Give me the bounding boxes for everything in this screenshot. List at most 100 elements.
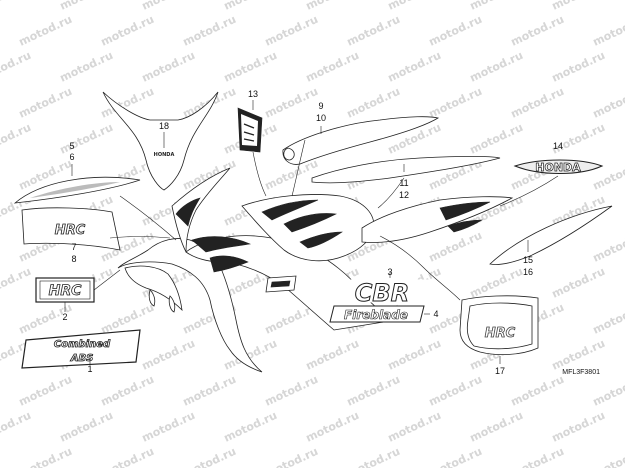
watermark-text: motod.ru [58, 121, 115, 157]
cbr-logo: CBR [355, 279, 409, 307]
watermark-text: motod.ru [58, 409, 115, 445]
watermark-text: motod.ru [17, 85, 74, 121]
hrc-small-logo: HRC [485, 326, 516, 341]
watermark-text: motod.ru [0, 409, 33, 445]
watermark-text: motod.ru [181, 445, 238, 468]
abs-text: ABS [70, 353, 94, 364]
watermark-text: motod.ru [591, 13, 625, 49]
watermark-text: motod.ru [427, 13, 484, 49]
watermark-text: motod.ru [591, 301, 625, 337]
watermark-text: motod.ru [345, 13, 402, 49]
callout-6: 6 [69, 152, 74, 162]
callout-9: 9 [318, 101, 323, 111]
watermark-text: motod.ru [263, 13, 320, 49]
watermark-text: motod.ru [0, 0, 33, 13]
front-fairing-stripe [13, 164, 141, 204]
watermark-text: motod.ru [468, 409, 525, 445]
honda-emblem-text: HONDA [535, 161, 581, 174]
fireblade-decal: Fireblade [329, 305, 430, 323]
watermark-text: motod.ru [386, 409, 443, 445]
watermark-text: motod.ru [304, 409, 361, 445]
watermark-text: motod.ru [304, 337, 361, 373]
callout-11: 11 [399, 178, 408, 188]
watermark-text: motod.ru [0, 121, 33, 157]
watermark-text: motod.ru [591, 445, 625, 468]
hrc-badge-decal: HRC [35, 269, 121, 312]
callout-14: 14 [553, 141, 563, 151]
callout-15: 15 [523, 255, 533, 265]
callout-17: 17 [495, 366, 505, 376]
callout-5: 5 [69, 141, 74, 151]
callout-16: 16 [523, 267, 533, 277]
watermark-text: motod.ru [181, 13, 238, 49]
hrc-large-logo: HRC [55, 223, 86, 238]
tank-top-decal [282, 116, 440, 165]
watermark-text: motod.ru [140, 49, 197, 85]
watermark-text: motod.ru [345, 85, 402, 121]
callout-8: 8 [71, 254, 76, 264]
nose-cowl-decal: HONDA [102, 91, 219, 191]
hrc-badge-logo: HRC [49, 283, 82, 299]
watermark-text: motod.ru [550, 121, 607, 157]
callout-7: 7 [71, 242, 76, 252]
watermark-text: motod.ru [550, 409, 607, 445]
watermark-text: motod.ru [509, 85, 566, 121]
tail-stripe-decal [489, 205, 613, 265]
callout-4: 4 [433, 309, 438, 319]
side-panel-stripe [311, 156, 501, 184]
watermark-text: motod.ru [509, 13, 566, 49]
watermark-text: motod.ru [58, 49, 115, 85]
fireblade-logo: Fireblade [344, 308, 408, 322]
watermark-text: motod.ru [222, 0, 279, 13]
watermark-text: motod.ru [550, 265, 607, 301]
watermark-text: motod.ru [222, 49, 279, 85]
watermark-text: motod.ru [222, 409, 279, 445]
watermark-text: motod.ru [386, 49, 443, 85]
honda-small-logo: HONDA [154, 152, 175, 158]
combined-text: Combined [54, 339, 111, 350]
watermark-text: motod.ru [550, 337, 607, 373]
watermark-text: motod.ru [99, 445, 156, 468]
callout-3: 3 [387, 267, 392, 277]
watermark-text: motod.ru [263, 445, 320, 468]
tank-side-decal [241, 194, 514, 262]
callout-2: 2 [62, 312, 67, 322]
hrc-panel-decal: HRC [21, 207, 121, 251]
watermark-text: motod.ru [468, 265, 525, 301]
watermark-text: motod.ru [550, 49, 607, 85]
watermark-text: motod.ru [263, 85, 320, 121]
watermark-text: motod.ru [263, 373, 320, 409]
watermark-text: motod.ru [509, 445, 566, 468]
watermark-text: motod.ru [427, 445, 484, 468]
watermark-text: motod.ru [304, 0, 361, 13]
combined-abs-decal: Combined ABS [21, 329, 141, 369]
watermark-text: motod.ru [58, 0, 115, 13]
drawing-code: MFL3F3801 [562, 369, 600, 376]
watermark-text: motod.ru [345, 445, 402, 468]
watermark-text: motod.ru [427, 373, 484, 409]
hrc-side-badge [237, 100, 263, 153]
callout-numbers: 1 2 3 4 5 6 7 8 9 10 11 12 13 14 15 16 1… [62, 89, 563, 376]
callout-12: 12 [399, 190, 409, 200]
watermark-text: motod.ru [140, 409, 197, 445]
cbr-decal: CBR [265, 272, 447, 308]
watermark-text: motod.ru [140, 337, 197, 373]
watermark-text: motod.ru [468, 0, 525, 13]
callout-10: 10 [316, 113, 326, 123]
leader-lines [109, 139, 559, 239]
watermark-text: motod.ru [427, 85, 484, 121]
watermark-text: motod.ru [468, 121, 525, 157]
callout-1: 1 [87, 364, 92, 374]
watermark-text: motod.ru [427, 229, 484, 265]
watermark-text: motod.ru [17, 373, 74, 409]
watermark-text: motod.ru [591, 373, 625, 409]
watermark-text: motod.ru [304, 49, 361, 85]
watermark-text: motod.ru [0, 49, 33, 85]
watermark-text: motod.ru [468, 49, 525, 85]
callout-13: 13 [248, 89, 258, 99]
watermark-text: motod.ru [99, 373, 156, 409]
watermark-text: motod.ru [17, 13, 74, 49]
watermark-text: motod.ru [140, 0, 197, 13]
